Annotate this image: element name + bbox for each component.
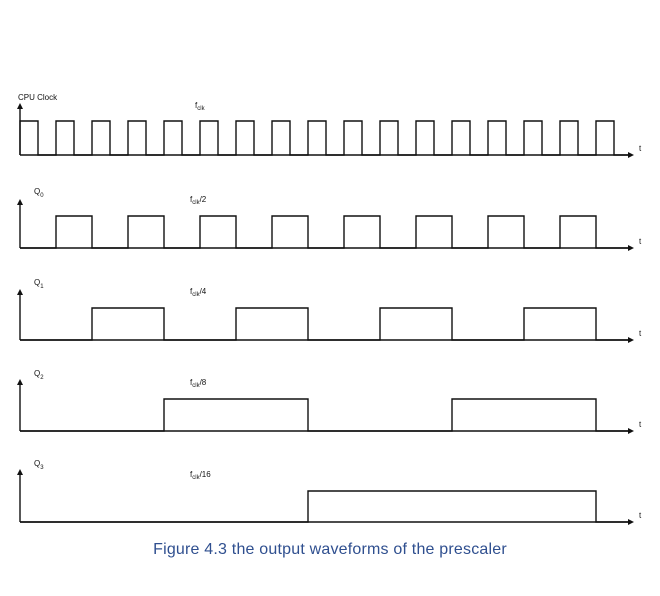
signal-3-frequency-label: fclk/8: [190, 378, 207, 389]
signal-3-y-axis-arrow: [17, 379, 23, 385]
signal-2-name-label: Q1: [34, 278, 44, 290]
signal-4-y-axis-arrow: [17, 469, 23, 475]
signal-0-name-label: CPU Clock: [18, 93, 58, 102]
signal-3-time-label: t: [639, 420, 642, 429]
signal-0-time-label: t: [639, 144, 642, 153]
signal-1-name-label: Q0: [34, 187, 44, 199]
figure-caption: Figure 4.3 the output waveforms of the p…: [153, 541, 507, 558]
signal-0-y-axis-arrow: [17, 103, 23, 109]
signal-4-time-label: t: [639, 511, 642, 520]
signal-1-frequency-label: fclk/2: [190, 195, 207, 206]
signal-4-name-label: Q3: [34, 459, 44, 471]
signal-0-frequency-label: fclk: [195, 101, 206, 112]
signal-1-y-axis-arrow: [17, 199, 23, 205]
signal-2-y-axis-arrow: [17, 289, 23, 295]
signal-2-time-label: t: [639, 329, 642, 338]
signal-3-waveform: [20, 398, 632, 432]
signal-3-name-label: Q2: [34, 369, 44, 381]
signal-1-waveform: [20, 215, 632, 249]
signal-2-waveform: [20, 307, 632, 341]
signal-0-waveform: [19, 120, 632, 156]
signal-2-frequency-label: fclk/4: [190, 287, 207, 298]
signal-4-waveform: [20, 490, 632, 523]
signal-1-time-label: t: [639, 237, 642, 246]
signal-4-frequency-label: fclk/16: [190, 470, 211, 481]
